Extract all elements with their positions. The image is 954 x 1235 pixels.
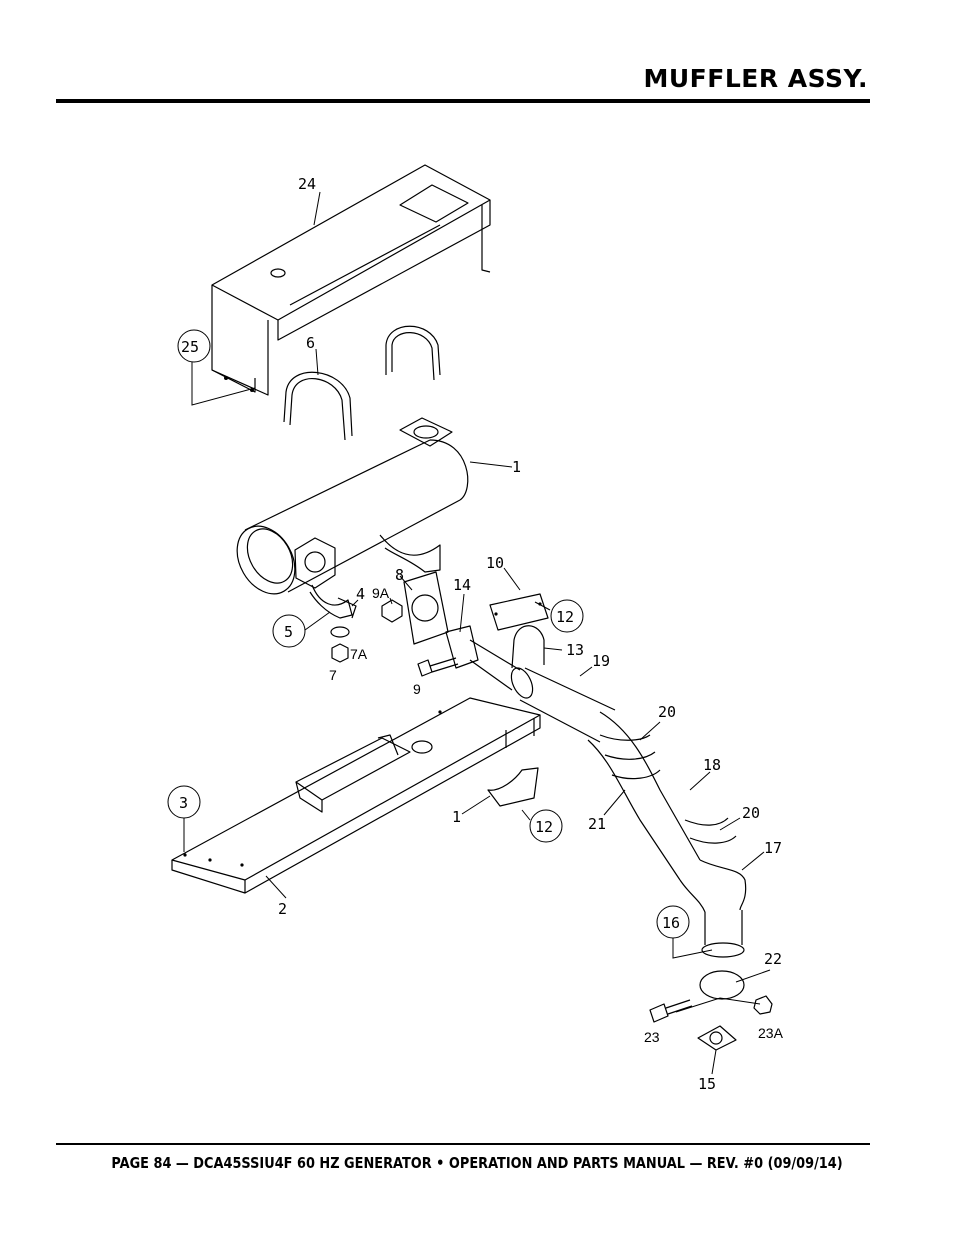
callout-22: 22 — [764, 950, 782, 968]
u-bolt-parts — [283, 325, 441, 441]
callout-16: 16 — [662, 914, 680, 932]
page-title: MUFFLER ASSY. — [643, 64, 868, 93]
callout-17: 17 — [764, 839, 782, 857]
footer-rule — [56, 1143, 870, 1145]
callout-3: 3 — [179, 794, 188, 812]
callout-19: 19 — [592, 652, 610, 670]
callout-10: 10 — [486, 554, 504, 572]
callout-21: 21 — [588, 815, 606, 833]
callout-6: 6 — [306, 334, 315, 352]
callout-9a: 9A — [372, 585, 390, 601]
gasket-part — [403, 571, 449, 645]
muffler-cover-part — [211, 164, 491, 396]
bracket-10-part — [489, 593, 549, 631]
callout-8: 8 — [395, 566, 404, 584]
callout-20: 20 — [658, 703, 676, 721]
callout-2: 2 — [278, 900, 287, 918]
page-footer: PAGE 84 — DCA45SSIU4F 60 HZ GENERATOR • … — [111, 1154, 843, 1172]
callout-13: 13 — [566, 641, 584, 659]
callout-5: 5 — [284, 623, 293, 641]
callout-9: 9 — [413, 681, 421, 697]
exhaust-pipe-19-part — [445, 625, 616, 743]
callout-1b: 1 — [452, 808, 461, 826]
callout-25: 25 — [181, 338, 199, 356]
callout-14: 14 — [453, 576, 471, 594]
outlet-parts — [649, 970, 773, 1051]
callout-23a: 23A — [758, 1025, 784, 1041]
callout-15: 15 — [698, 1075, 716, 1093]
muffler-clamp-part — [309, 584, 357, 619]
callout-7a: 7A — [350, 646, 368, 662]
fastener-parts — [330, 599, 459, 677]
header-rule — [56, 99, 870, 103]
base-frame-part — [171, 697, 541, 894]
callout-18: 18 — [703, 756, 721, 774]
callout-12b: 12 — [535, 818, 553, 836]
callout-1: 1 — [512, 458, 521, 476]
callout-23: 23 — [644, 1029, 660, 1045]
callout-20b: 20 — [742, 804, 760, 822]
callout-4: 4 — [356, 585, 365, 603]
bracket-1-part — [487, 767, 539, 807]
callout-12: 12 — [556, 608, 574, 626]
callout-24: 24 — [298, 175, 316, 193]
u-bolt-13-part — [511, 625, 545, 669]
muffler-body-part — [236, 417, 469, 595]
callout-7: 7 — [329, 667, 337, 683]
flex-pipe-part — [587, 711, 747, 958]
